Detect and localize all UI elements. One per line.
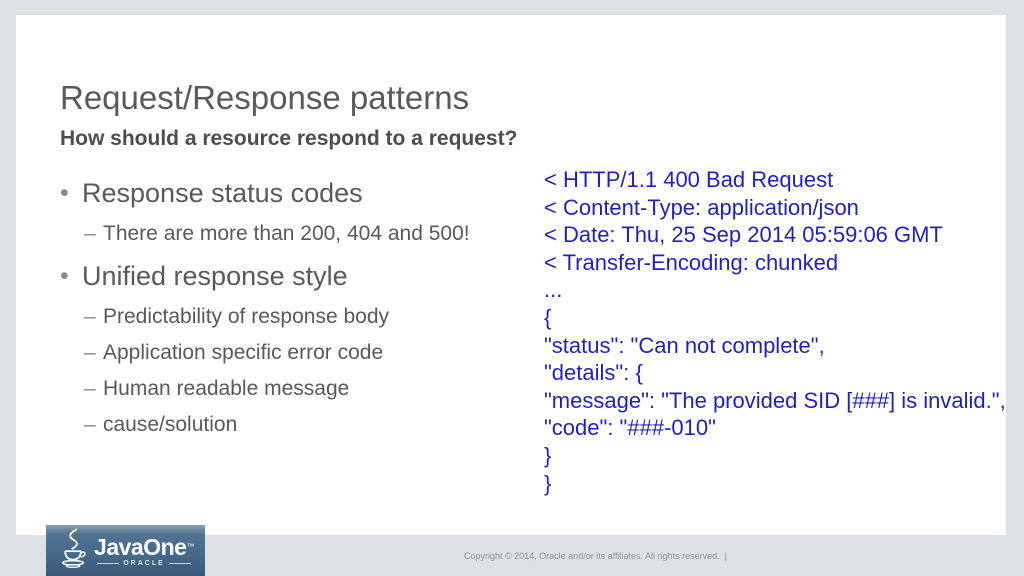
- logo-subbrand-row: ORACLE: [97, 560, 191, 567]
- code-line: < Transfer-Encoding: chunked: [544, 249, 839, 275]
- code-line: "status": "Can not complete",: [544, 332, 825, 358]
- code-line: "message": "The provided SID [###] is in…: [544, 387, 1006, 413]
- sub-bullet-item: There are more than 200, 404 and 500!: [84, 222, 470, 246]
- http-response-code-block: < HTTP/1.1 400 Bad Request < Content-Typ…: [544, 166, 1024, 497]
- bullet-item: Unified response style: [60, 261, 348, 292]
- javaone-logo: JavaOne™ ORACLE: [46, 525, 205, 576]
- code-line: < Date: Thu, 25 Sep 2014 05:59:06 GMT: [544, 222, 943, 248]
- code-line: {: [544, 304, 552, 330]
- slide-title: Request/Response patterns: [60, 79, 470, 116]
- rule-line: [97, 563, 120, 564]
- slide-subtitle: How should a resource respond to a reque…: [60, 127, 518, 150]
- code-line: "details": {: [544, 360, 643, 386]
- copyright-text: Copyright © 2014, Oracle and/or its affi…: [464, 551, 727, 561]
- sub-bullet-item: cause/solution: [84, 413, 237, 437]
- trademark-symbol: ™: [186, 542, 194, 551]
- sub-bullet-item: Application specific error code: [84, 341, 383, 365]
- code-line: }: [544, 442, 552, 468]
- code-line: "code": "###-010": [544, 415, 716, 441]
- logo-subbrand: ORACLE: [123, 560, 165, 567]
- bullet-item: Response status codes: [60, 178, 363, 209]
- code-line: < Content-Type: application/json: [544, 194, 859, 220]
- slide-canvas: Request/Response patterns How should a r…: [16, 15, 1006, 535]
- sub-bullet-item: Human readable message: [84, 377, 349, 401]
- logo-wordmark: JavaOne™ ORACLE: [94, 534, 194, 568]
- java-cup-icon: [57, 528, 89, 573]
- code-line: ...: [544, 277, 563, 303]
- rule-line: [168, 563, 191, 564]
- code-line: < HTTP/1.1 400 Bad Request: [544, 167, 834, 192]
- sub-bullet-item: Predictability of response body: [84, 305, 389, 329]
- logo-brand: JavaOne™: [94, 534, 194, 560]
- code-line: }: [544, 470, 552, 496]
